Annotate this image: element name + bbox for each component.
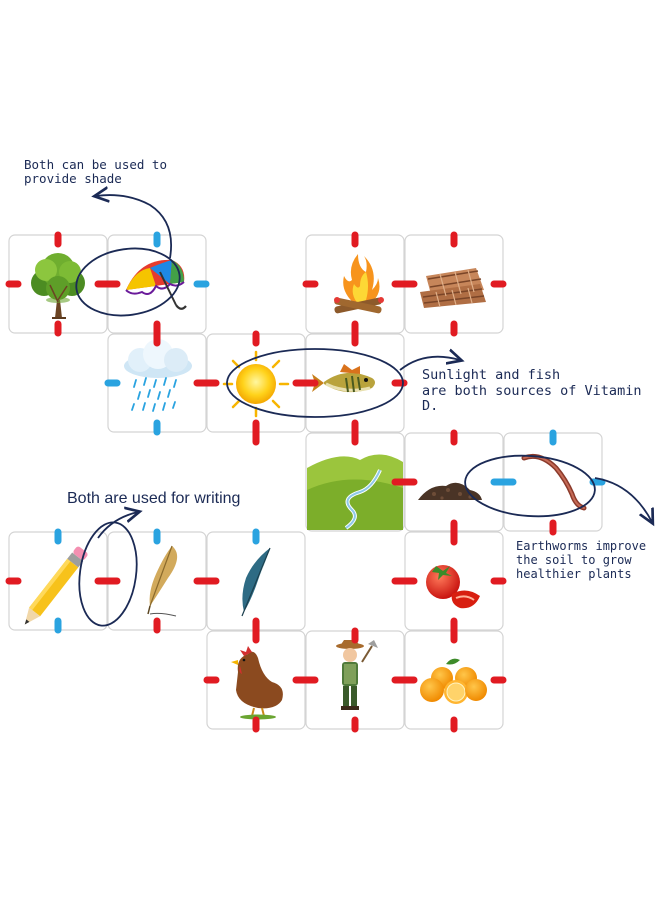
hen-icon [231, 646, 283, 720]
tomato-icon [426, 565, 480, 609]
fish-icon [312, 364, 375, 393]
shade-circle [75, 247, 181, 317]
writing-arrow [97, 512, 138, 539]
quill-icon [147, 545, 178, 617]
feather-icon [241, 547, 271, 617]
folded-blanket-icon [420, 268, 486, 308]
earthworm-arrow [594, 477, 652, 522]
tree-icon [31, 253, 85, 319]
oranges-icon [420, 658, 487, 704]
rain-cloud-icon [124, 339, 192, 412]
card-soil[interactable] [404, 432, 504, 532]
annotation-marks [75, 195, 652, 627]
campfire-icon [334, 254, 384, 314]
shade-arrow [96, 195, 172, 259]
farmer-icon [336, 640, 378, 710]
writing-annotation: Both are used for writing [67, 490, 241, 507]
vitamin-annotation: Sunlight and fish are both sources of Vi… [422, 367, 642, 415]
hills-river-icon [307, 454, 403, 530]
shade-annotation: Both can be used to provide shade [24, 157, 167, 187]
earthworm-annotation: Earthworms improve the soil to grow heal… [516, 539, 647, 581]
vitamin-circle [226, 348, 404, 418]
pencil-icon [24, 546, 88, 625]
writing-circle [78, 521, 138, 627]
card-oranges[interactable] [404, 630, 504, 730]
earthworm-circle [464, 454, 596, 518]
sun-icon [222, 350, 290, 418]
connector-studs [5, 231, 606, 733]
umbrella-icon [125, 259, 187, 310]
vitamin-arrow [399, 357, 460, 371]
